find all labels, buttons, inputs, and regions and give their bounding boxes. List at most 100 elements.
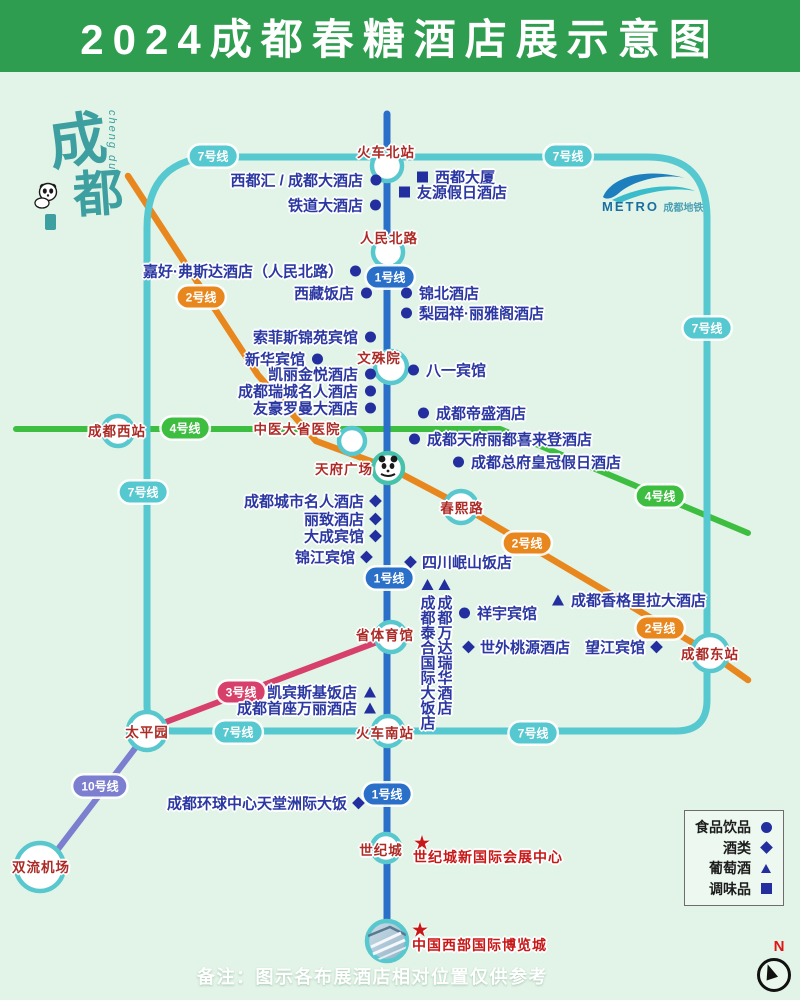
hotel-name: 世外桃源酒店 — [480, 639, 571, 657]
hotel-name: 成都香格里拉大酒店 — [571, 592, 707, 610]
hotel-name: 成都帝盛酒店 — [436, 405, 527, 423]
circle-marker-icon — [370, 174, 381, 186]
circle-marker-icon — [418, 407, 429, 419]
circle-marker-icon — [365, 368, 376, 380]
hotel-item: 望江宾馆 — [584, 637, 663, 658]
diamond-marker-icon — [759, 841, 773, 855]
station-label-世纪城: 世纪城 — [359, 843, 403, 858]
hotel-item: 成都城市名人酒店 — [243, 491, 382, 512]
line-badge-line2: 2号线 — [636, 617, 684, 639]
line-7-teal-loop — [143, 153, 711, 735]
station-circle-双流机场 — [13, 840, 67, 894]
hotel-name: 梨园祥·丽雅阁酒店 — [419, 305, 544, 323]
hotel-item: 成都万达瑞华酒店 — [436, 579, 453, 715]
hotel-item: 丽致酒店 — [304, 509, 382, 530]
hotel-name: 成都城市名人酒店 — [243, 493, 364, 511]
chengdu-logo: 成 都 cheng du — [18, 92, 138, 242]
hotel-item: 友源假日酒店 — [399, 182, 507, 203]
hotel-name: 四川岷山饭店 — [422, 554, 513, 572]
legend-row: 食品饮品 — [695, 817, 773, 837]
hotel-name: 望江宾馆 — [584, 639, 645, 657]
circle-marker-icon — [401, 287, 412, 299]
triangle-marker-icon — [761, 863, 771, 873]
station-label-成都西站: 成都西站 — [88, 424, 146, 439]
line-badge-line4: 4号线 — [636, 485, 684, 507]
legend-row: 调味品 — [695, 879, 773, 899]
line-3-pink — [147, 633, 396, 731]
hotel-name: 大成宾馆 — [303, 528, 364, 546]
hotel-item: 成都首座万丽酒店 — [237, 698, 376, 719]
hotel-name: 成都总府皇冠假日酒店 — [471, 454, 622, 472]
station-circle-春熙路 — [442, 488, 480, 526]
hotel-item: 西都大厦 — [417, 167, 495, 188]
diamond-marker-icon — [369, 494, 382, 508]
triangle-marker-icon — [364, 686, 376, 698]
hotel-item: 成都天府丽都喜来登酒店 — [409, 429, 592, 450]
metro-logo-swoosh-icon — [603, 173, 695, 203]
line-badge-line4: 4号线 — [161, 417, 209, 439]
station-label-中医大省医院: 中医大省医院 — [253, 422, 341, 437]
hotel-name: 锦北酒店 — [419, 285, 480, 303]
footer-note: 备注：图示各布展酒店相对位置仅供参考 — [197, 967, 548, 987]
square-marker-icon — [417, 171, 428, 183]
hotel-name: 八一宾馆 — [426, 362, 487, 380]
hotel-item: 索菲斯锦苑宾馆 — [253, 327, 376, 348]
station-label-火车南站: 火车南站 — [356, 726, 414, 741]
star-icon: ★ — [413, 832, 431, 855]
station-label-天府广场: 天府广场 — [315, 462, 373, 477]
line-badge-line7: 7号线 — [119, 481, 167, 503]
diamond-marker-icon — [360, 550, 373, 564]
hotel-name: 祥宇宾馆 — [477, 605, 538, 623]
page-title: 2024成都春糖酒店展示意图 — [80, 15, 720, 63]
metro-brand-cn: 成都地铁 — [663, 203, 704, 214]
line-badge-line1: 1号线 — [363, 783, 411, 805]
circle-marker-icon — [401, 307, 412, 319]
hotel-name: 成都天府丽都喜来登酒店 — [427, 431, 593, 449]
panda-icon — [378, 455, 398, 477]
diamond-marker-icon — [369, 529, 382, 543]
venue-label: 世纪城新国际会展中心 — [413, 849, 563, 865]
line-badge-line1: 1号线 — [366, 266, 414, 288]
hotel-item: 四川岷山饭店 — [404, 552, 513, 573]
hotel-item: 成都帝盛酒店 — [418, 403, 526, 424]
hotel-item: 成都总府皇冠假日酒店 — [453, 452, 621, 473]
square-marker-icon — [760, 883, 772, 895]
legend-marker — [759, 883, 773, 895]
triangle-marker-icon — [552, 594, 564, 606]
hotel-item: 锦江宾馆 — [295, 547, 373, 568]
star-icon: ★ — [411, 919, 429, 942]
line-badge-line7: 7号线 — [683, 317, 731, 339]
triangle-marker-icon — [364, 702, 376, 714]
hotel-item: 友豪罗曼大酒店 — [253, 398, 376, 419]
hotel-item: 梨园祥·丽雅阁酒店 — [401, 303, 544, 324]
diamond-marker-icon — [369, 512, 382, 526]
circle-marker-icon — [453, 456, 464, 468]
station-circle-成都西站 — [100, 413, 136, 449]
station-label-春熙路: 春熙路 — [440, 501, 484, 516]
hotel-item: 西都汇 / 成都大酒店 — [230, 170, 381, 191]
seal-stamp-icon — [45, 214, 56, 230]
hotel-name: 西都大厦 — [435, 169, 496, 187]
hotel-item: 大成宾馆 — [303, 526, 382, 547]
hotel-item: 成都瑞城名人酒店 — [238, 381, 376, 402]
square-marker-icon — [399, 186, 410, 198]
station-label-双流机场: 双流机场 — [12, 860, 70, 875]
hotel-name: 成都瑞城名人酒店 — [237, 383, 358, 401]
circle-marker-icon — [361, 287, 372, 299]
triangle-marker-icon — [438, 579, 450, 590]
hotel-name: 索菲斯锦苑宾馆 — [252, 329, 358, 347]
line-badge-line1: 1号线 — [365, 567, 413, 589]
line-badge-line7: 7号线 — [214, 721, 262, 743]
line-badge-line10: 10号线 — [73, 775, 127, 797]
hotel-item: 西藏饭店 — [294, 283, 372, 304]
legend-row: 葡萄酒 — [695, 858, 773, 878]
circle-marker-icon — [312, 353, 323, 365]
line-badge-line2: 2号线 — [503, 532, 551, 554]
hotel-item: 成都泰合国际大饭店 — [419, 579, 436, 730]
hotel-name: 嘉好·弗斯达酒店（人民北路） — [143, 263, 343, 281]
station-label-火车北站: 火车北站 — [357, 145, 415, 160]
station-circle-太平园 — [125, 709, 169, 753]
legend-marker — [759, 821, 773, 833]
